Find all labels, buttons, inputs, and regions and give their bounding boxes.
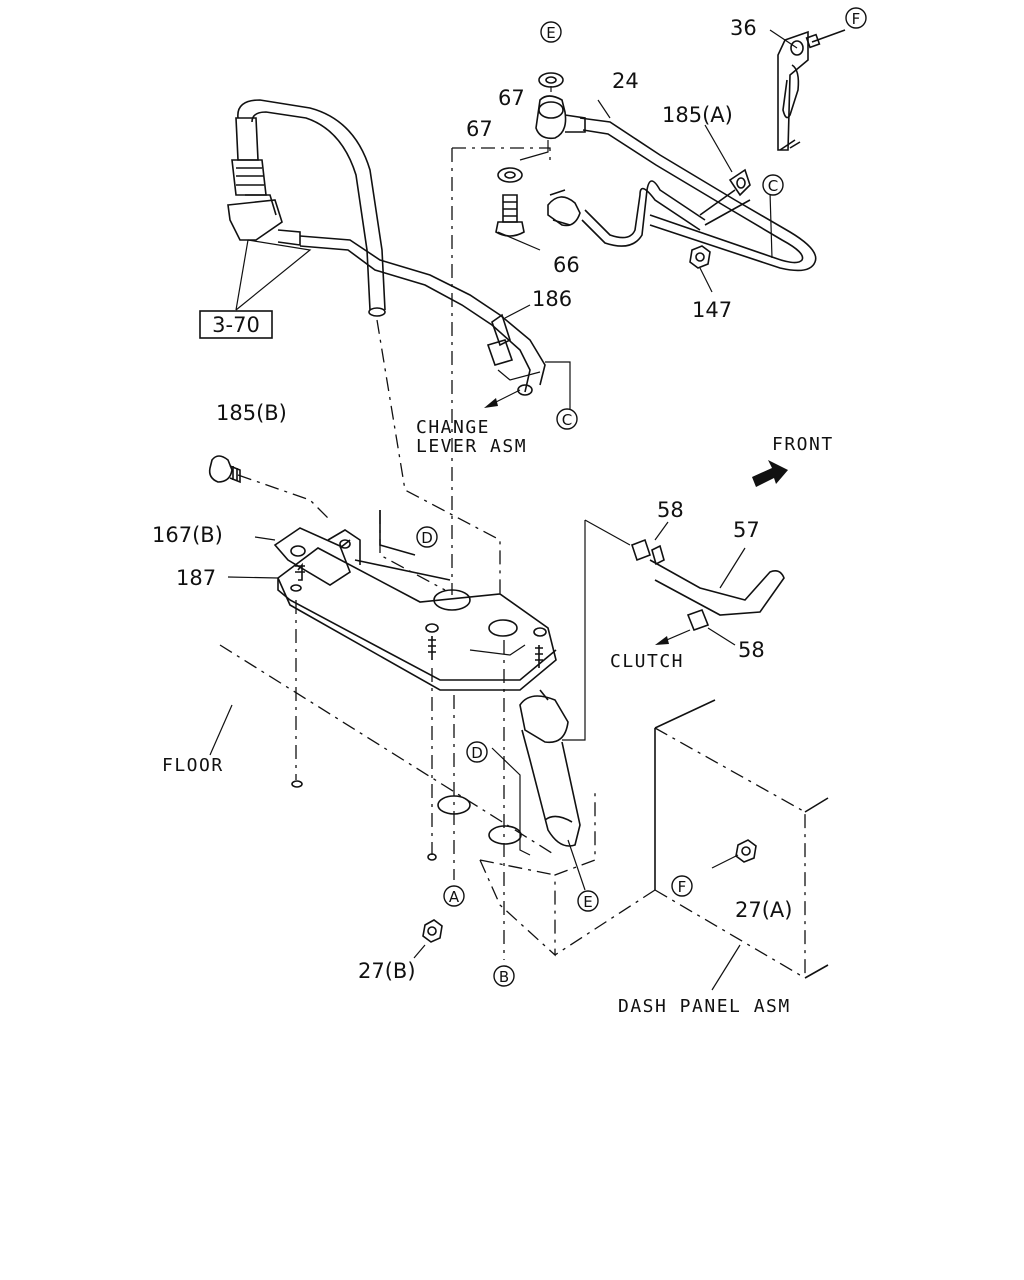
label-part-57: 57 (733, 518, 760, 542)
label-part-187: 187 (176, 566, 216, 590)
clamp-186 (486, 313, 571, 418)
circled-ref-e-top: E (540, 21, 562, 43)
note-dash-panel: DASH PANEL ASM (618, 996, 791, 1017)
circled-ref-e-lower: E (577, 890, 599, 912)
label-part-67-upper: 67 (498, 86, 525, 110)
svg-text:C: C (562, 411, 572, 429)
front-arrow (752, 460, 788, 487)
circled-ref-a: A (443, 885, 465, 907)
hose-assembly (227, 99, 546, 396)
note-front: FRONT (772, 434, 834, 455)
svg-text:E: E (546, 24, 555, 42)
label-part-24: 24 (612, 69, 639, 93)
nut-147 (689, 245, 711, 269)
change-lever-arrow (484, 389, 521, 408)
column-shaft (519, 689, 581, 847)
ref-box-label: 3-70 (212, 313, 260, 337)
label-part-67-lower: 67 (466, 117, 493, 141)
label-part-27a: 27(A) (735, 898, 792, 922)
svg-text:A: A (449, 888, 460, 906)
label-part-66: 66 (553, 253, 580, 277)
bracket-plate-187 (273, 510, 557, 691)
label-part-185b: 185(B) (216, 401, 287, 425)
ref-box-3-70: 3-70 (199, 310, 273, 339)
circled-ref-c-right: C (762, 174, 784, 196)
note-change-lever-line2: LEVER ASM (416, 436, 527, 457)
clutch-arrow (562, 519, 691, 741)
note-clutch: CLUTCH (610, 651, 684, 672)
svg-text:F: F (678, 878, 687, 896)
bolt-185b (208, 455, 241, 484)
label-part-186: 186 (532, 287, 572, 311)
svg-text:B: B (499, 968, 509, 986)
dash-panel-outline (554, 699, 829, 991)
label-part-36: 36 (730, 16, 757, 40)
svg-text:E: E (583, 893, 592, 911)
svg-text:F: F (852, 10, 861, 28)
circled-ref-d-lower: D (466, 741, 488, 763)
leader-lines (227, 86, 773, 959)
label-part-58-lower: 58 (738, 638, 765, 662)
pipe-24 (535, 95, 817, 272)
center-lines (237, 147, 551, 610)
label-part-147: 147 (692, 298, 732, 322)
nut-27b (422, 919, 443, 943)
circled-ref-b: B (493, 965, 515, 987)
nut-27a (711, 839, 757, 869)
floor-outline (209, 600, 596, 960)
note-change-lever-line1: CHANGE (416, 417, 490, 438)
circled-ref-f-top: F (845, 7, 867, 29)
label-part-27b: 27(B) (358, 959, 416, 983)
circled-ref-d-bracket: D (416, 526, 438, 548)
circled-ref-f-lower: F (671, 875, 693, 897)
label-part-185a: 185(A) (662, 103, 733, 127)
label-part-167b: 167(B) (152, 523, 223, 547)
bracket-36 (769, 29, 846, 151)
note-floor: FLOOR (162, 755, 224, 776)
svg-text:C: C (768, 177, 778, 195)
circled-ref-c-mid: C (556, 408, 578, 430)
hose-57 (630, 521, 785, 646)
label-part-58-upper: 58 (657, 498, 684, 522)
washers-bolt (495, 72, 564, 237)
svg-text:D: D (471, 744, 483, 762)
svg-text:D: D (421, 529, 433, 547)
